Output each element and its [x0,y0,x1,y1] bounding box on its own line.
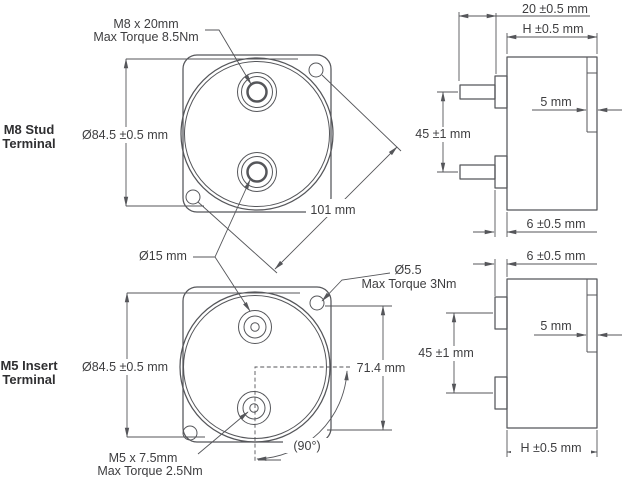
m5-mount-hole-note: Ø5.5 Max Torque 3Nm [321,263,457,302]
m8-terminal-spacing-dimension: 45 ±1 mm [411,91,475,173]
m8-mount-hole-top-right [308,62,324,78]
m8-hole-diagonal-dimension: 101 mm [197,74,402,274]
m8-diameter-label: Ø84.5 ±0.5 mm [82,128,168,142]
m5-mount-hole-note-line1: Ø5.5 [394,263,421,277]
m8-side-step [586,57,597,133]
m5-hole-offset-dimension: 71.4 mm [325,305,412,431]
m8-type-label: M8 Stud Terminal [2,122,55,151]
m8-stud-note-leader [205,29,252,85]
m8-step-label: 5 mm [540,95,571,109]
m8-stud-length-dimension: 20 ±0.5 mm [458,2,590,81]
m8-boss-height-dimension: 6 ±0.5 mm [473,190,597,237]
m5-step-label: 5 mm [540,319,571,333]
terminal-boss-diameter-label: Ø15 mm [139,249,187,263]
m8-can-body-outer [180,57,334,211]
m5-type-label: M5 Insert Terminal [0,358,58,387]
m5-centerlines [254,366,350,463]
m5-step-dimension: 5 mm [534,319,622,338]
m8-side-boss-bottom [494,155,508,189]
m8-can-body-inner [184,61,330,207]
m5-insert-note-line1: M5 x 7.5mm [109,451,178,465]
m5-side-boss-top [494,296,508,330]
m8-side-view: 20 ±0.5 mm H ±0.5 mm 5 mm 45 ±1 mm [411,2,622,237]
m5-angle-dimension: (90°) [256,370,349,461]
m8-type-label-line1: M8 Stud [4,122,55,137]
m5-side-can-outline [506,278,598,429]
m8-step-dimension: 5 mm [532,95,622,113]
m5-terminal-spacing-label: 45 ±1 mm [418,346,474,360]
m8-front-view: M8 x 20mm Max Torque 8.5Nm Ø84.5 ±0.5 mm… [74,17,402,274]
m8-boss-height-label: 6 ±0.5 mm [527,217,586,231]
m5-body-height-dimension: H ±0.5 mm [506,430,598,457]
m5-side-boss-bottom [494,376,508,410]
m5-insert-note-line2: Max Torque 2.5Nm [97,464,202,477]
m5-side-step [586,279,597,353]
m8-side-can-outline [506,56,598,211]
m8-diameter-dimension: Ø84.5 ±0.5 mm [74,58,298,207]
m5-hole-offset-label: 71.4 mm [357,361,406,375]
m8-side-boss-top [494,75,508,109]
m8-side-stud-top [459,84,496,100]
m5-mount-hole-bottom-left [182,425,198,441]
m5-type-label-line1: M5 Insert [0,358,58,373]
m5-angle-label: (90°) [293,439,320,453]
m5-boss-height-dimension: 6 ±0.5 mm [473,249,597,296]
m8-stud-length-label: 20 ±0.5 mm [522,2,588,16]
m5-diameter-dimension: Ø84.5 ±0.5 mm [74,292,300,438]
m5-front-view: (90°) Ø84.5 ±0.5 mm 71.4 mm Ø5.5 Max Tor… [74,263,456,477]
m8-hole-diagonal-label: 101 mm [310,203,355,217]
m8-flange-outline [182,54,332,213]
m8-type-label-line2: Terminal [2,136,55,151]
m5-mount-hole-note-line2: Max Torque 3Nm [362,277,457,291]
m5-type-label-line2: Terminal [2,372,55,387]
m5-boss-height-label: 6 ±0.5 mm [527,249,586,263]
m5-terminal-top [238,310,272,344]
m5-diameter-label: Ø84.5 ±0.5 mm [82,360,168,374]
m8-mount-hole-bottom-left [185,189,201,205]
m5-terminal-bottom [237,391,271,425]
m8-terminal-bottom [237,152,277,192]
m8-side-stud-bottom [459,164,496,180]
m8-stud-note-line1: M8 x 20mm [113,17,178,31]
m5-body-height-label: H ±0.5 mm [520,441,581,455]
m5-mount-hole-top-right [309,295,325,311]
m8-body-height-dimension: H ±0.5 mm [506,22,598,54]
m5-side-view: 6 ±0.5 mm 5 mm 45 ±1 mm H ±0.5 mm [414,249,622,457]
m8-terminal-spacing-label: 45 ±1 mm [415,127,471,141]
m8-body-height-label: H ±0.5 mm [522,22,583,36]
m5-terminal-spacing-dimension: 45 ±1 mm [414,312,493,394]
m8-stud-note-line2: Max Torque 8.5Nm [93,30,198,44]
terminal-boss-diameter-callout: Ø15 mm [139,179,251,312]
m5-insert-note: M5 x 7.5mm Max Torque 2.5Nm [97,411,249,477]
m8-terminal-top [237,72,277,112]
